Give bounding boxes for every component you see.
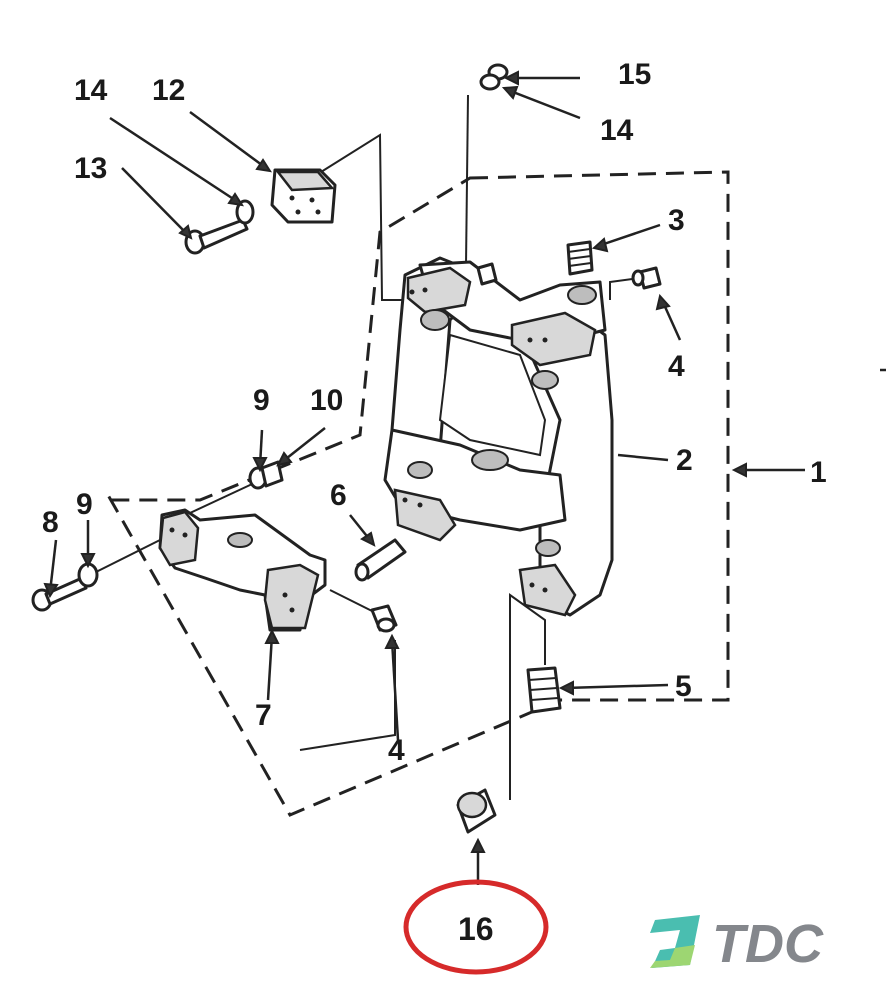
tdc-logo: TDC bbox=[650, 914, 824, 974]
washer-part-14-left bbox=[235, 199, 255, 225]
grease-nipple-part-4-top bbox=[631, 266, 662, 290]
bushing-part-5 bbox=[526, 666, 562, 714]
reference-line-8 bbox=[89, 539, 161, 576]
callout-6: 6 bbox=[330, 479, 347, 512]
callout-9-top: 9 bbox=[253, 384, 270, 417]
nut-and-washer-parts-15-14 bbox=[479, 63, 509, 91]
callout-12: 12 bbox=[152, 74, 185, 107]
callout-16: 16 bbox=[458, 911, 494, 947]
cap-part-16 bbox=[456, 788, 497, 834]
bolt-part-8 bbox=[31, 576, 88, 612]
plate-part-12 bbox=[270, 168, 337, 224]
reference-line-4-top bbox=[609, 277, 641, 300]
callout-14-left: 14 bbox=[74, 74, 108, 107]
leader-lines bbox=[43, 70, 886, 885]
callout-10: 10 bbox=[310, 384, 343, 417]
grease-fitting-part-3 bbox=[566, 240, 594, 276]
callout-1: 1 bbox=[810, 456, 827, 489]
reference-line-16 bbox=[509, 593, 546, 800]
lower-bracket-part-7 bbox=[158, 508, 327, 632]
reference-line-15 bbox=[465, 94, 469, 266]
callout-14-right: 14 bbox=[600, 114, 634, 147]
highlight-circle bbox=[403, 879, 549, 975]
tdc-logo-text: TDC bbox=[712, 914, 824, 974]
main-frame-part-2 bbox=[383, 256, 614, 617]
callout-3: 3 bbox=[668, 204, 685, 237]
callout-5: 5 bbox=[675, 670, 692, 703]
callout-15: 15 bbox=[618, 58, 651, 91]
callout-4-top: 4 bbox=[668, 350, 685, 383]
callout-7: 7 bbox=[255, 699, 272, 732]
callout-13: 13 bbox=[74, 152, 107, 185]
callout-2: 2 bbox=[676, 444, 693, 477]
reference-line-12 bbox=[304, 133, 408, 301]
bolt-part-13 bbox=[184, 218, 249, 255]
callout-4-bottom: 4 bbox=[388, 734, 405, 767]
callout-8: 8 bbox=[42, 506, 59, 539]
grease-nipple-part-4-bottom bbox=[370, 604, 398, 633]
pin-part-6 bbox=[354, 538, 407, 582]
callout-9-left: 9 bbox=[76, 488, 93, 521]
